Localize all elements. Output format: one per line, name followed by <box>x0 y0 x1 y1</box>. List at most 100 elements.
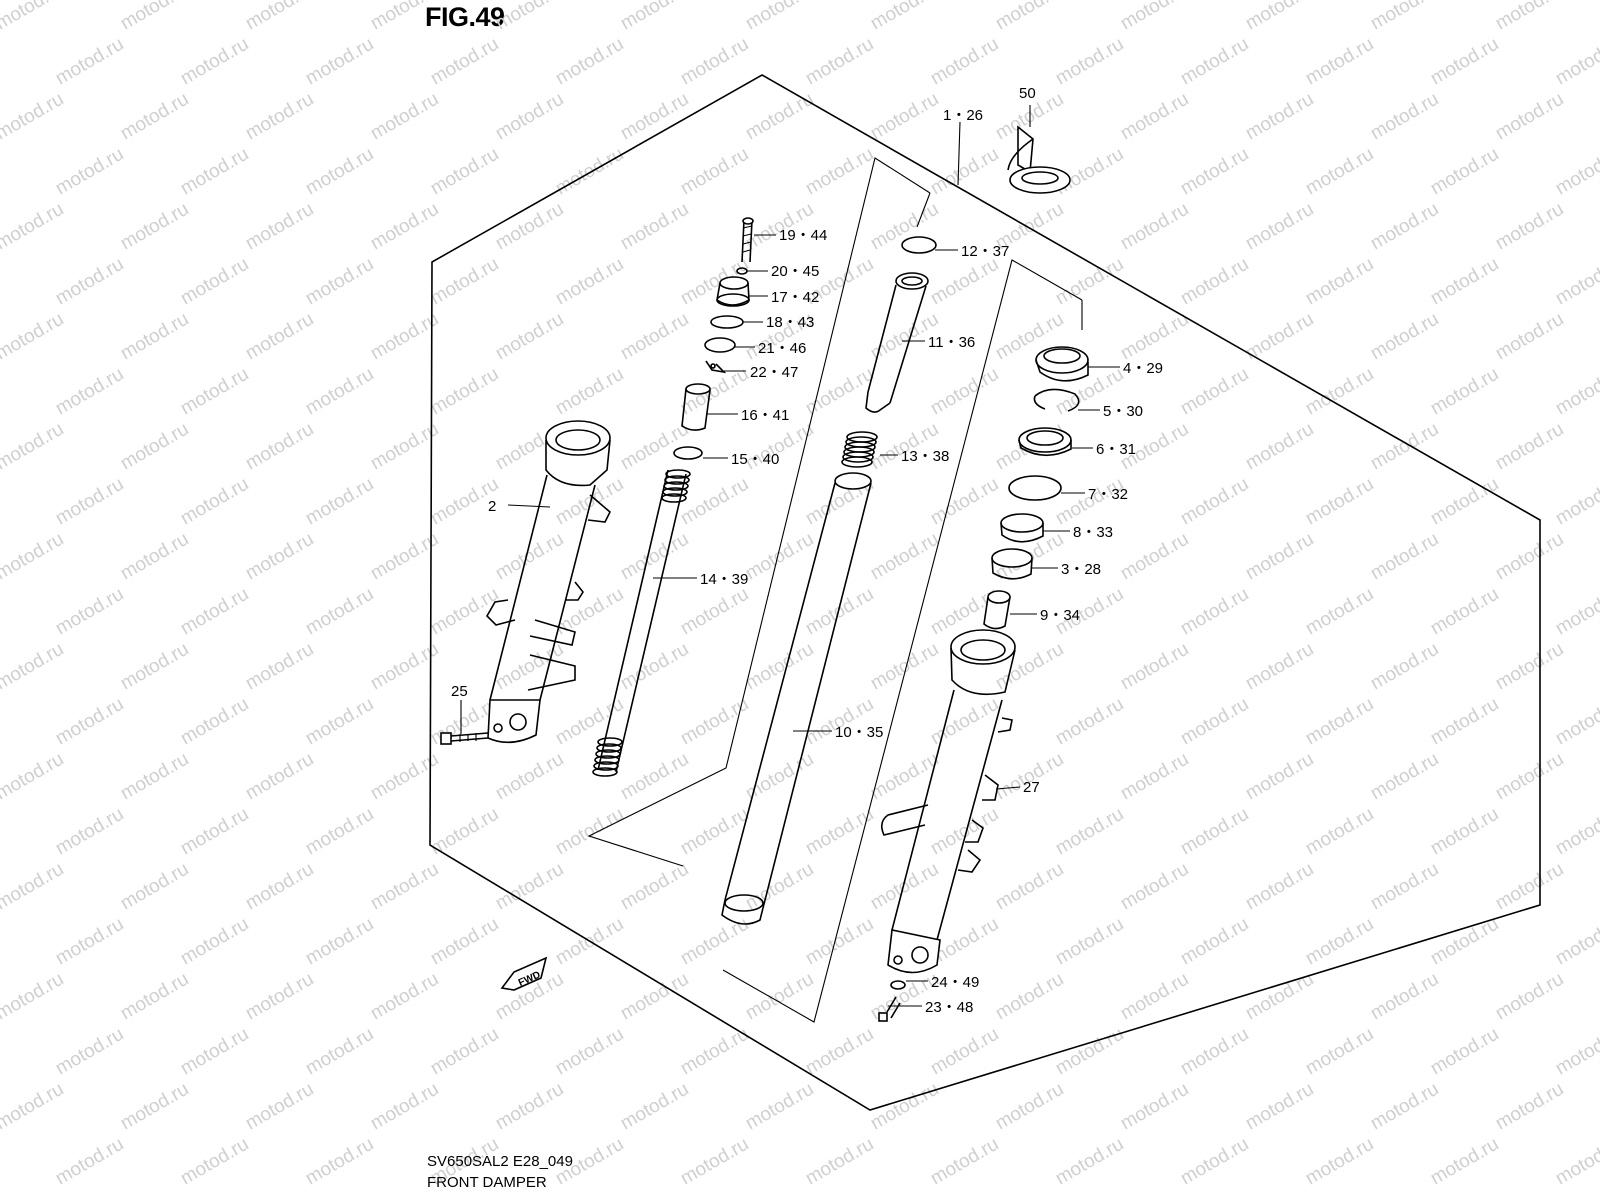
watermark-text: motod.ru <box>1427 1024 1502 1080</box>
model-code: SV650SAL2 E28_049 <box>427 1153 573 1170</box>
watermark-text: motod.ru <box>117 1079 192 1135</box>
watermark-text: motod.ru <box>1177 914 1252 970</box>
watermark-text: motod.ru <box>1552 144 1600 200</box>
watermark-text: motod.ru <box>802 1024 877 1080</box>
watermark-text: motod.ru <box>242 309 317 365</box>
watermark-text: motod.ru <box>1242 639 1317 695</box>
watermark-text: motod.ru <box>1552 694 1600 750</box>
watermark-text: motod.ru <box>52 144 127 200</box>
watermark-text: motod.ru <box>427 144 502 200</box>
watermark-text: motod.ru <box>177 474 252 530</box>
watermark-text: motod.ru <box>1492 199 1567 255</box>
callout-3-28: 3・28 <box>1061 561 1101 578</box>
watermark-text: motod.ru <box>492 749 567 805</box>
watermark-text: motod.ru <box>1427 1134 1502 1190</box>
watermark-text: motod.ru <box>742 639 817 695</box>
watermark-text: motod.ru <box>177 34 252 90</box>
watermark-text: motod.ru <box>1177 144 1252 200</box>
callout-4-29: 4・29 <box>1123 360 1163 377</box>
watermark-text: motod.ru <box>1367 309 1442 365</box>
inner-tube-10 <box>721 472 872 925</box>
callout-10-35: 10・35 <box>835 724 883 741</box>
watermark-text: motod.ru <box>427 914 502 970</box>
callout-18-43: 18・43 <box>766 314 814 331</box>
rebound-spring-13 <box>841 431 878 468</box>
watermark-text: motod.ru <box>992 0 1067 34</box>
watermark-text: motod.ru <box>52 804 127 860</box>
watermark-text: motod.ru <box>617 529 692 585</box>
watermark-text: motod.ru <box>867 199 942 255</box>
watermark-text: motod.ru <box>302 1024 377 1080</box>
watermark-text: motod.ru <box>742 749 817 805</box>
watermark-text: motod.ru <box>1492 859 1567 915</box>
callout-8-33: 8・33 <box>1073 524 1113 541</box>
watermark-text: motod.ru <box>677 694 752 750</box>
watermark-text: motod.ru <box>1552 34 1600 90</box>
watermark-text: motod.ru <box>0 749 67 805</box>
watermark-text: motod.ru <box>1117 859 1192 915</box>
watermark-text: motod.ru <box>1367 969 1442 1025</box>
watermark-text: motod.ru <box>1177 364 1252 420</box>
watermark-text: motod.ru <box>0 859 67 915</box>
callout-9-34: 9・34 <box>1040 607 1080 624</box>
watermark-text: motod.ru <box>492 529 567 585</box>
assembly-frame <box>429 74 1541 1111</box>
callout-2: 2 <box>488 498 496 515</box>
stopper-ring-5 <box>1033 388 1080 412</box>
watermark-text: motod.ru <box>742 0 817 34</box>
watermark-text: motod.ru <box>52 914 127 970</box>
spring-coil <box>842 451 874 463</box>
watermark-text: motod.ru <box>1367 89 1442 145</box>
watermark-text: motod.ru <box>367 1079 442 1135</box>
watermark-text: motod.ru <box>1552 474 1600 530</box>
callout-20-45: 20・45 <box>771 263 819 280</box>
watermark-text: motod.ru <box>1302 34 1377 90</box>
watermark-text: motod.ru <box>617 1079 692 1135</box>
watermark-text: motod.ru <box>0 1079 67 1135</box>
oil-seal-6 <box>1018 427 1072 457</box>
watermark-text: motod.ru <box>1367 199 1442 255</box>
watermark-text: motod.ru <box>1427 364 1502 420</box>
spring-coil <box>665 469 691 479</box>
watermark-text: motod.ru <box>677 584 752 640</box>
watermark-text: motod.ru <box>242 89 317 145</box>
oil-lock-piece-9 <box>983 590 1011 630</box>
watermark-text: motod.ru <box>427 34 502 90</box>
watermark-text: motod.ru <box>1117 639 1192 695</box>
watermark-text: motod.ru <box>867 89 942 145</box>
washer-7 <box>1008 475 1062 501</box>
watermark-text: motod.ru <box>302 364 377 420</box>
watermark-text: motod.ru <box>1242 1079 1317 1135</box>
watermark-text: motod.ru <box>1427 694 1502 750</box>
right-outer-tube <box>880 629 1016 974</box>
watermark-text: motod.ru <box>552 1024 627 1080</box>
watermark-text: motod.ru <box>177 694 252 750</box>
watermark-text: motod.ru <box>492 0 567 34</box>
watermark-text: motod.ru <box>1427 804 1502 860</box>
watermark-text: motod.ru <box>0 639 67 695</box>
callout-23-48: 23・48 <box>925 999 973 1016</box>
watermark-text: motod.ru <box>1552 914 1600 970</box>
watermark-text: motod.ru <box>117 0 192 34</box>
watermark-text: motod.ru <box>302 1134 377 1190</box>
callout-19-44: 19・44 <box>779 227 827 244</box>
watermark-text: motod.ru <box>117 89 192 145</box>
watermark-text: motod.ru <box>177 914 252 970</box>
watermark-text: motod.ru <box>1177 254 1252 310</box>
watermark-text: motod.ru <box>1427 254 1502 310</box>
callout-7-32: 7・32 <box>1088 486 1128 503</box>
watermark-text: motod.ru <box>302 584 377 640</box>
watermark-text: motod.ru <box>802 804 877 860</box>
watermark-text: motod.ru <box>1427 914 1502 970</box>
watermark-text: motod.ru <box>617 0 692 34</box>
o-ring-18 <box>710 315 744 329</box>
watermark-text: motod.ru <box>1552 254 1600 310</box>
watermark-text: motod.ru <box>1117 1079 1192 1135</box>
callout-5-30: 5・30 <box>1103 403 1143 420</box>
watermark-text: motod.ru <box>367 749 442 805</box>
watermark-text: motod.ru <box>1052 1134 1127 1190</box>
bolt-19 <box>741 217 754 263</box>
watermark-text: motod.ru <box>367 969 442 1025</box>
watermark-text: motod.ru <box>242 859 317 915</box>
